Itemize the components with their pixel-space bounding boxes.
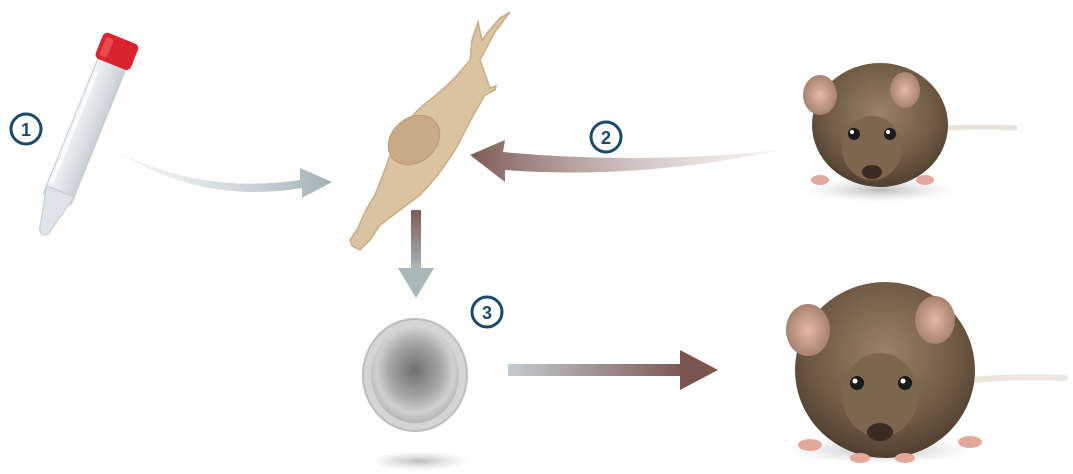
step-1-badge: 1: [11, 114, 41, 144]
svg-text:2: 2: [601, 128, 611, 148]
arrow-cell-to-sphere: [398, 210, 434, 298]
mouse-icon: [803, 63, 1015, 202]
adult-mouse-icon: [785, 282, 1065, 464]
test-tube-icon: [25, 31, 140, 242]
fibroblast-cell-icon: [350, 12, 510, 250]
svg-text:3: 3: [482, 303, 492, 323]
arrow-tube-to-cell: [115, 150, 332, 198]
arrow-mouse-to-cell: [470, 140, 780, 182]
arrow-sphere-to-mouse: [508, 350, 718, 390]
svg-text:1: 1: [21, 120, 31, 140]
stem-cell-sphere-icon: [363, 319, 471, 471]
step-3-badge: 3: [472, 297, 502, 327]
step-2-badge: 2: [591, 122, 621, 152]
